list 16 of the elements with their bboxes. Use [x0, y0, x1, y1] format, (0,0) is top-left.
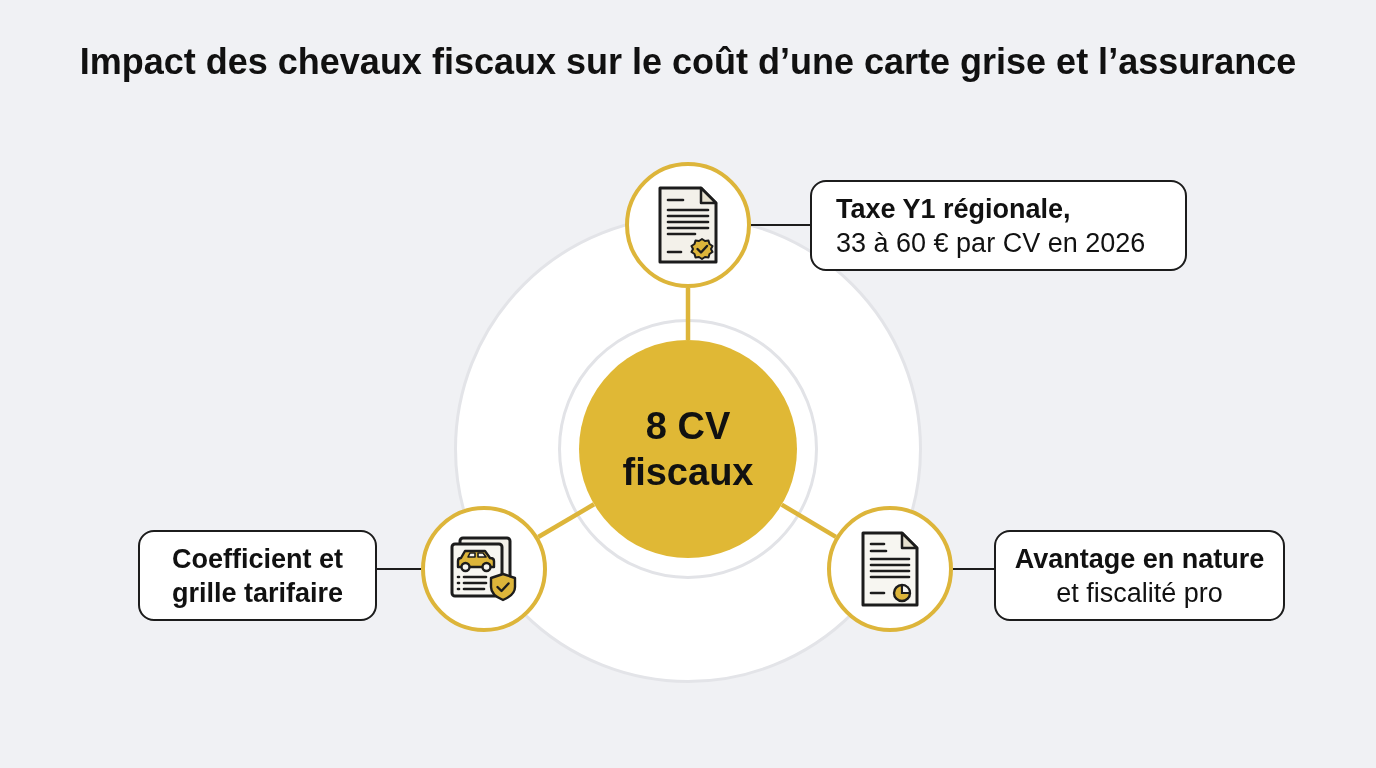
box-heading: Avantage en nature: [1014, 542, 1265, 576]
diagram-title: Impact des chevaux fiscaux sur le coût d’une carte grise et l’assurance: [79, 40, 1297, 84]
box-heading: Coefficient et grille tarifaire: [170, 542, 345, 610]
box-text: 33 à 60 € par CV en 2026: [836, 226, 1146, 260]
info-box: [994, 530, 1285, 621]
info-box: [138, 530, 377, 621]
info-box: [810, 180, 1187, 271]
box-text: et fiscalité pro: [1056, 576, 1223, 610]
connector-line: [751, 223, 810, 227]
hub-label: 8 CV fiscaux: [621, 404, 755, 495]
connector-line: [537, 502, 596, 539]
connector-line: [953, 567, 994, 571]
box-heading: Taxe Y1 régionale,: [836, 192, 1071, 226]
connector-line: [685, 288, 691, 340]
connector-line: [377, 567, 421, 571]
connector-line: [780, 502, 837, 539]
